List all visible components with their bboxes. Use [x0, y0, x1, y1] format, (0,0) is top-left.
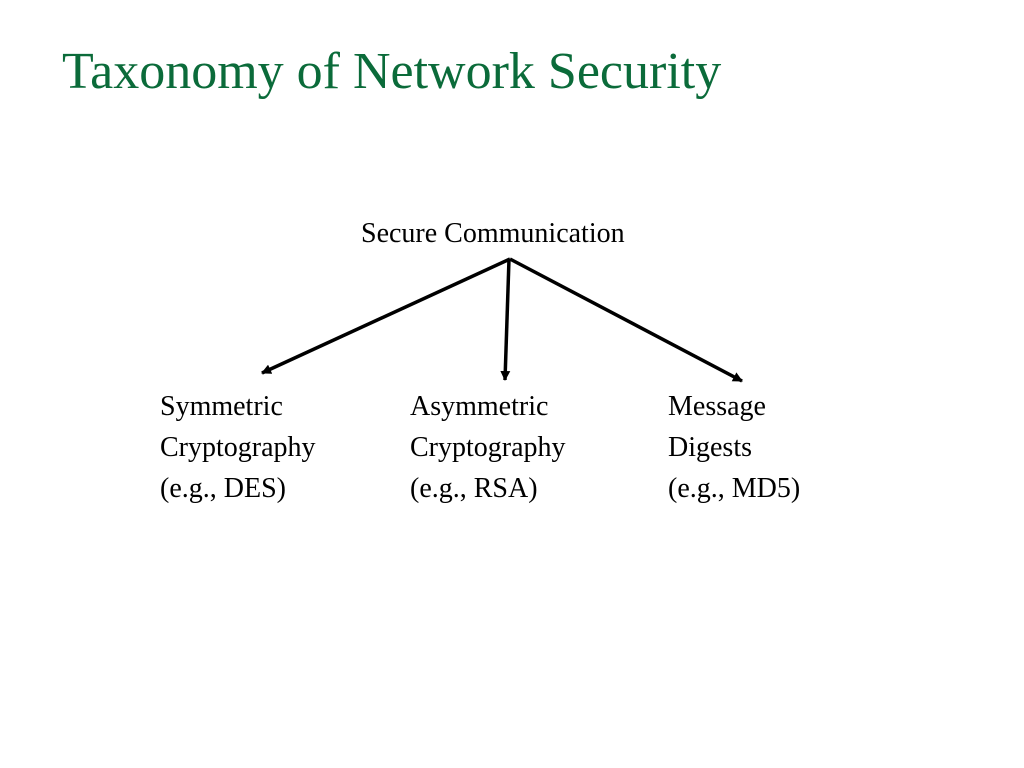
leaf-line: Asymmetric [410, 391, 549, 422]
leaf-line: Cryptography [160, 432, 316, 463]
leaf-symmetric-cryptography: Symmetric Cryptography (e.g., DES) [160, 386, 316, 509]
arrow-to-asymmetric [500, 258, 511, 381]
slide-title: Taxonomy of Network Security [62, 43, 722, 100]
leaf-line: (e.g., DES) [160, 473, 286, 504]
leaf-asymmetric-cryptography: Asymmetric Cryptography (e.g., RSA) [410, 386, 566, 509]
root-node-secure-communication: Secure Communication [361, 218, 625, 249]
leaf-line: Symmetric [160, 391, 283, 422]
leaf-line: Digests [668, 432, 752, 463]
leaf-line: Cryptography [410, 432, 566, 463]
leaf-line: (e.g., MD5) [668, 473, 801, 504]
leaf-line: (e.g., RSA) [410, 473, 538, 504]
leaf-line: Message [668, 391, 766, 422]
arrow-to-symmetric [261, 257, 511, 375]
leaf-message-digests: Message Digests (e.g., MD5) [668, 386, 800, 509]
arrow-to-digests [509, 257, 743, 383]
